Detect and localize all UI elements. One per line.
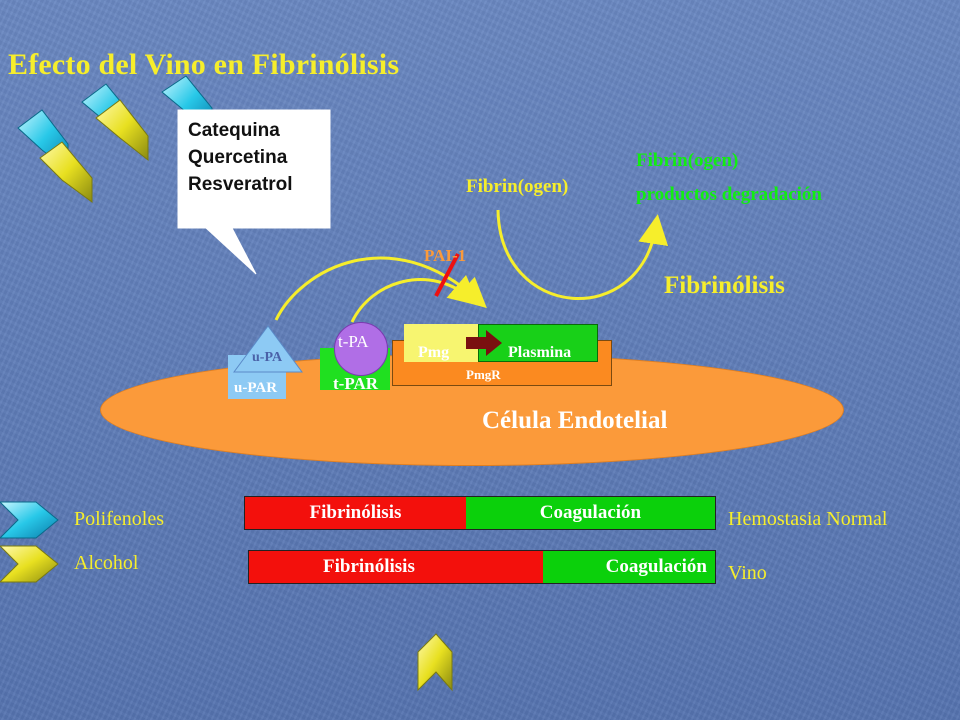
inhibition-line-icon (434, 253, 460, 297)
polifenoles-chevron-icon (81, 83, 149, 162)
pmgr-label: PmgR (466, 367, 501, 382)
fibrinogen-label: Fibrin(ogen) (466, 176, 569, 197)
plasmina-label: Plasmina (508, 344, 572, 361)
upa-arrow (274, 256, 487, 321)
up-arrow-icon (417, 633, 453, 692)
bar-normal-fibrinolysis: Fibrinólisis (245, 497, 466, 529)
bubble-line-catequina: Catequina (188, 120, 280, 141)
pai1-label: PAI-1 (424, 246, 467, 265)
degradation-label-line2: productos degradación (636, 184, 822, 205)
tpa-arrow (350, 274, 480, 323)
legend-alcohol-chevron-icon (0, 545, 59, 583)
upar-label: u-PAR (234, 380, 278, 396)
tpar-label: t-PAR (333, 374, 378, 393)
bar-normal-coagulation: Coagulación (465, 497, 715, 529)
balance-bar-wine: Fibrinólisis Coagulación (248, 550, 716, 584)
endothelial-cell-label: Célula Endotelial (482, 407, 668, 434)
page-title: Efecto del Vino en Fibrinólisis (8, 48, 400, 81)
degradation-label-line1: Fibrin(ogen) (636, 150, 739, 171)
fibrinolysis-arrow (496, 209, 669, 301)
conversion-arrow-icon (466, 330, 502, 356)
legend-alcohol: Alcohol (74, 552, 139, 574)
bar-normal-label: Hemostasia Normal (728, 508, 888, 530)
upa-triangle (233, 325, 303, 373)
bar-wine-fibrinolysis: Fibrinólisis (249, 551, 543, 583)
legend-polifenoles: Polifenoles (74, 508, 164, 530)
bubble-line-quercetina: Quercetina (188, 147, 288, 168)
balance-bar-normal: Fibrinólisis Coagulación (244, 496, 716, 530)
upa-label: u-PA (252, 350, 283, 365)
bubble-line-resveratrol: Resveratrol (188, 174, 293, 195)
bar-wine-coagulation: Coagulación (542, 551, 715, 583)
polifenoles-chevron-icon (17, 109, 93, 203)
legend-polifenoles-chevron-icon (0, 501, 59, 539)
fibrinolysis-label: Fibrinólisis (664, 272, 785, 299)
tpa-label: t-PA (338, 332, 369, 351)
pmg-label: Pmg (418, 344, 450, 361)
tpa-circle (334, 322, 388, 376)
bar-wine-label: Vino (728, 562, 767, 584)
